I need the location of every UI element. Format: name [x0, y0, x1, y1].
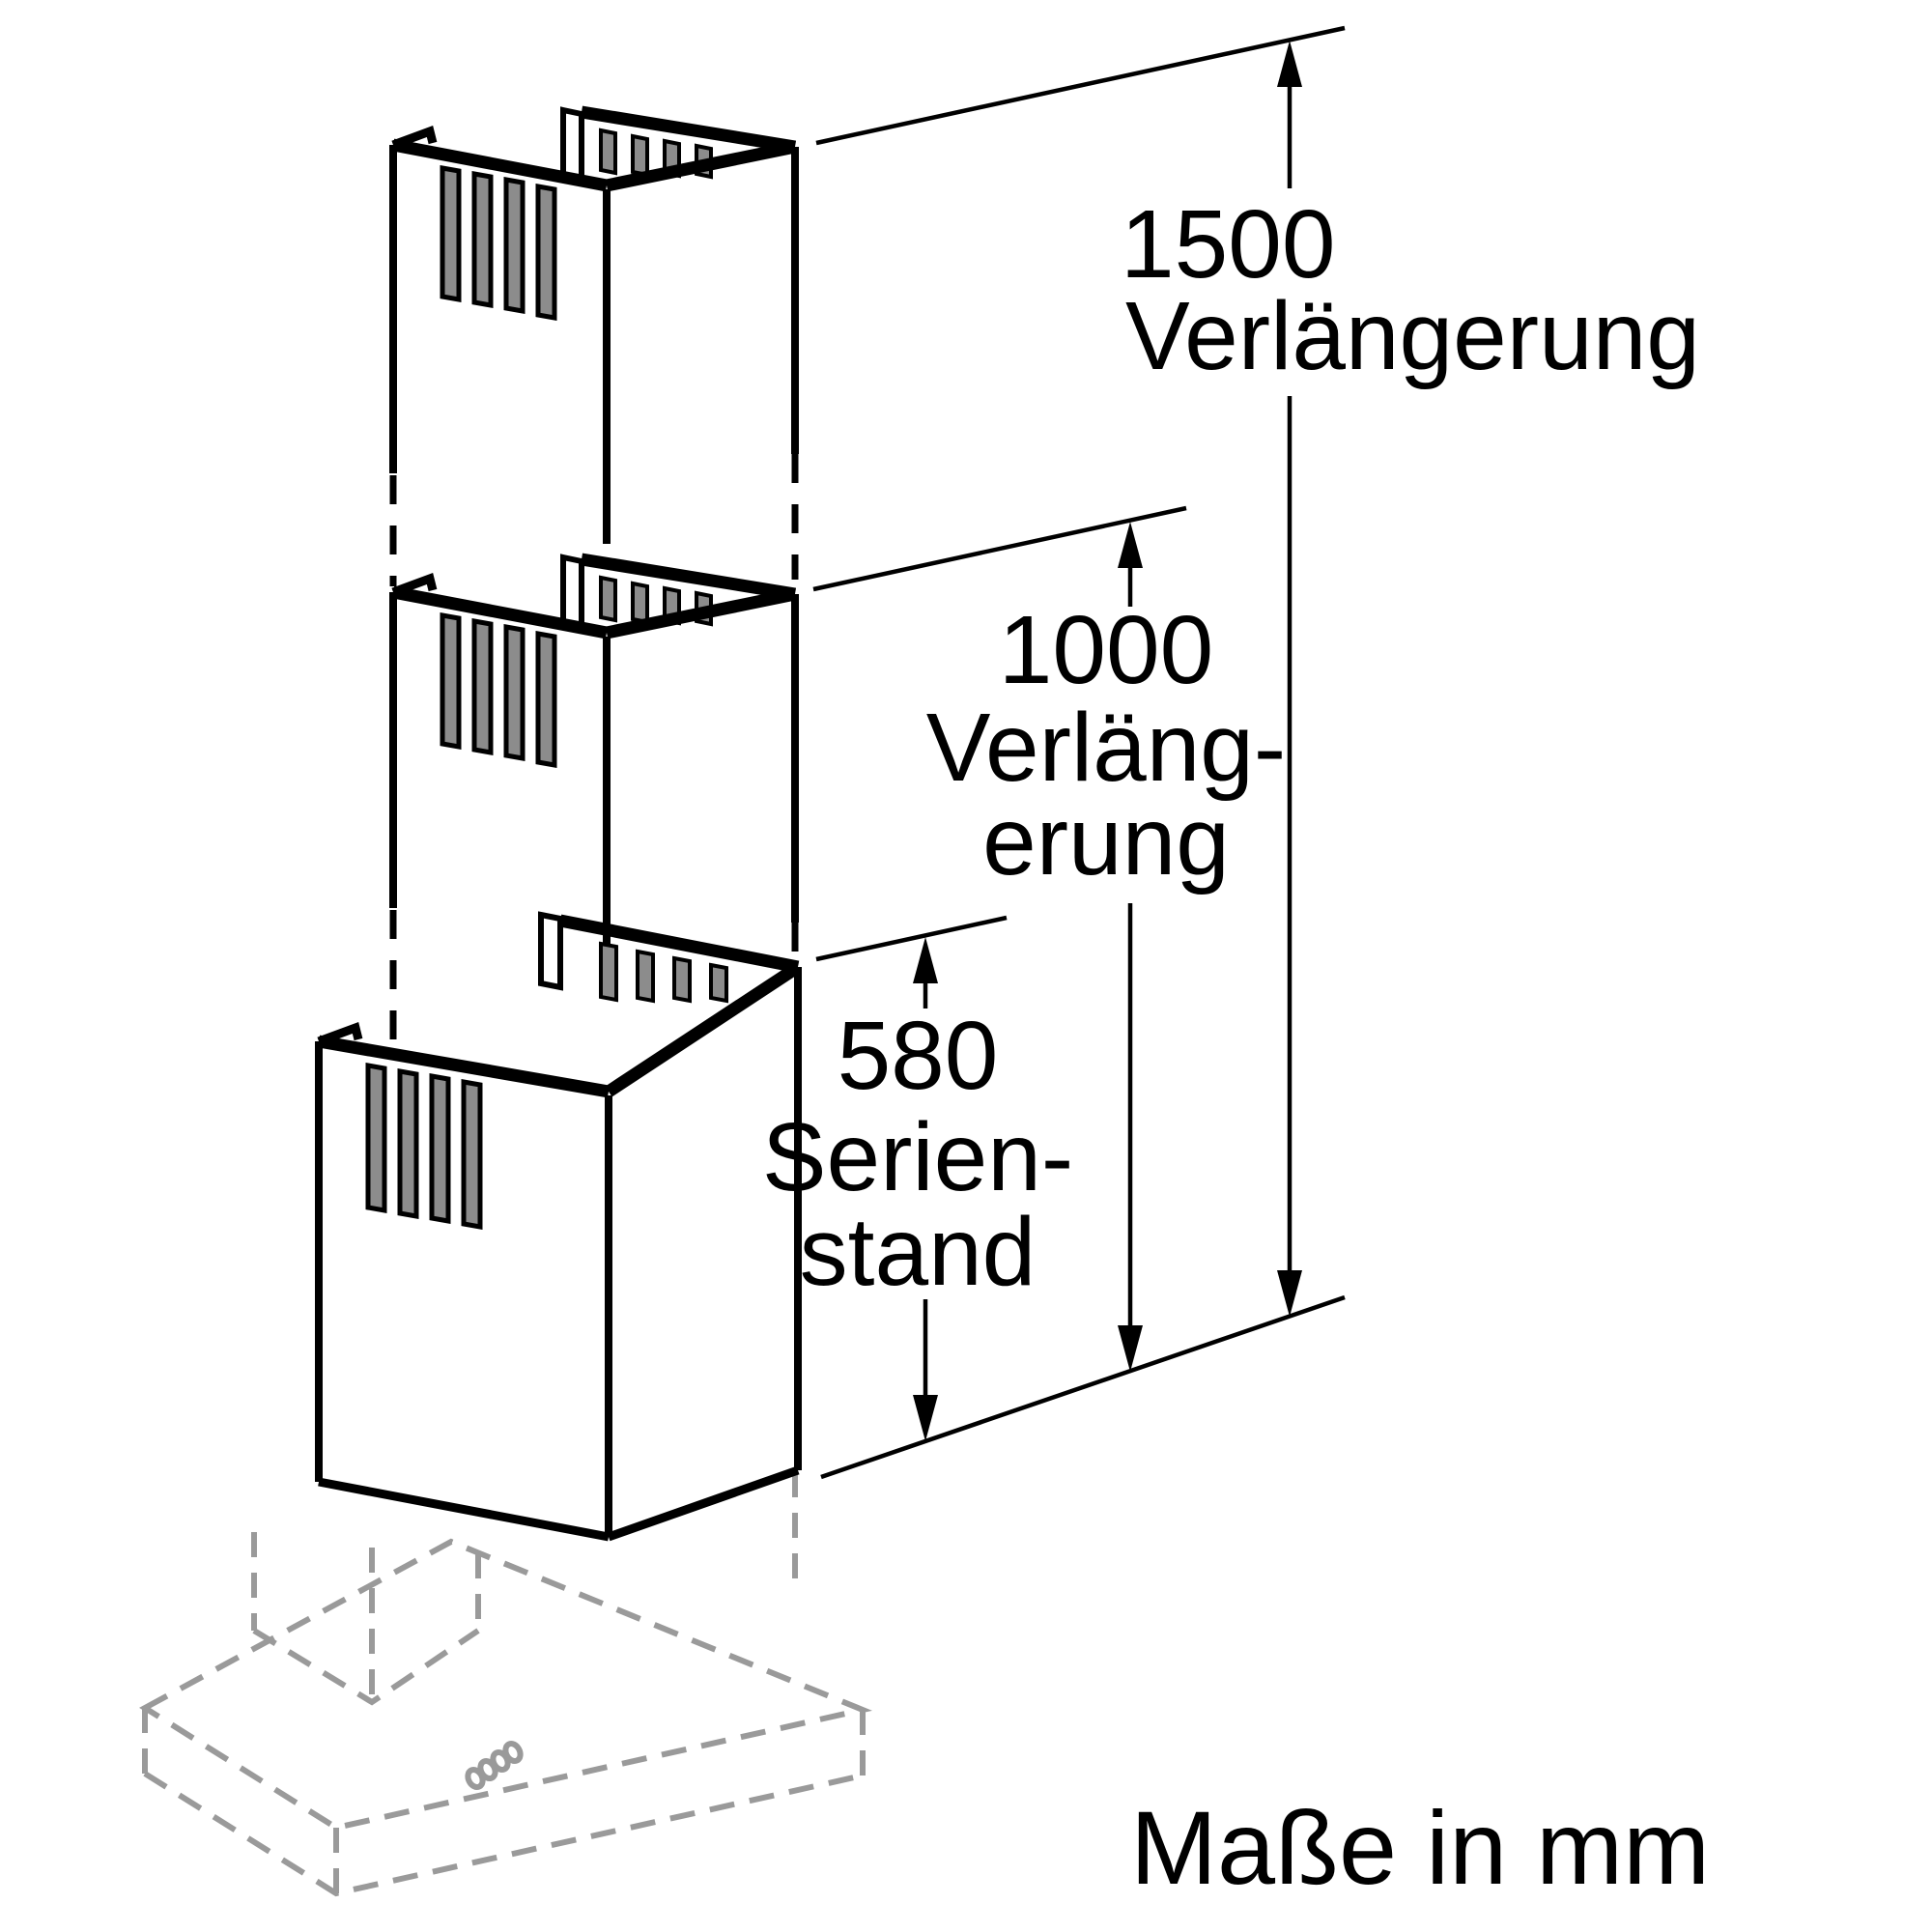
- chimney-middle-section: [389, 553, 799, 1051]
- vent-slot: [397, 1068, 419, 1219]
- chimney-top-section: [389, 105, 799, 586]
- arrow-up-icon: [913, 937, 938, 983]
- dim-580-value: 580: [838, 1002, 999, 1110]
- front-vent-slots: [440, 612, 557, 768]
- extension-line-middle: [812, 505, 1187, 592]
- arrow-up-icon: [1277, 41, 1302, 87]
- dim-1500-value: 1500: [1121, 190, 1335, 298]
- dim-1000-label-line2: erung: [982, 787, 1230, 895]
- dimension-1500: 1500 Verlängerung: [1121, 41, 1700, 1317]
- back-top-edge: [580, 553, 797, 601]
- hood-duct-bottom-edges: [252, 1628, 480, 1706]
- front-left-notch: [391, 126, 438, 150]
- vent-slot: [599, 575, 617, 623]
- dim-1000-value: 1000: [999, 596, 1213, 704]
- vent-slot: [503, 624, 526, 761]
- vent-slot: [631, 133, 649, 178]
- vent-slot: [535, 184, 557, 321]
- back-top-edge: [558, 914, 800, 974]
- front-top-edge: [391, 138, 609, 192]
- vent-slot: [631, 581, 649, 625]
- vent-slot: [440, 612, 462, 750]
- dim-1500-label: Verlängerung: [1125, 282, 1700, 390]
- front-vent-slots: [440, 165, 557, 321]
- front-top-edge: [391, 585, 609, 639]
- vent-slot: [440, 165, 462, 302]
- vent-slot: [429, 1073, 451, 1224]
- front-vent-slots: [365, 1063, 483, 1230]
- hood-bottom-edges: [143, 1771, 864, 1897]
- back-vent-slots: [599, 941, 728, 1004]
- units-caption: Maße in mm: [1130, 1789, 1710, 1906]
- vent-slot: [503, 177, 526, 314]
- dim-580-label-line1: Serien-: [762, 1103, 1073, 1211]
- vent-slot: [599, 128, 617, 176]
- bottom-front-edge: [318, 1477, 610, 1542]
- vent-slot: [672, 955, 692, 1004]
- dim-1000-label-line1: Verläng-: [926, 694, 1286, 802]
- back-top-edge: [580, 105, 797, 154]
- vent-slot: [709, 962, 728, 1004]
- front-left-notch: [391, 573, 438, 597]
- back-vent-slots: [599, 128, 713, 180]
- dimension-580: 580 Serien- stand: [762, 937, 1073, 1441]
- hood-control-buttons: [465, 1740, 524, 1791]
- vent-slot: [599, 941, 618, 1003]
- arrow-down-icon: [1118, 1325, 1143, 1372]
- front-left-notch: [317, 1022, 363, 1046]
- right-rim-edge: [605, 587, 797, 639]
- vent-slot: [636, 949, 655, 1004]
- vent-slot: [471, 618, 494, 755]
- right-rim-edge: [605, 961, 802, 1097]
- arrow-up-icon: [1118, 522, 1143, 568]
- front-top-edge: [317, 1035, 611, 1098]
- arrow-down-icon: [913, 1395, 938, 1441]
- dimension-1000: 1000 Verläng- erung: [926, 522, 1286, 1372]
- extension-line-top: [815, 25, 1346, 146]
- bottom-right-edge: [607, 1465, 800, 1542]
- dim-580-label-line2: stand: [800, 1198, 1037, 1306]
- vent-slot: [471, 171, 494, 308]
- back-left-flange: [538, 911, 563, 991]
- hood-outline: [139, 1472, 872, 1897]
- vent-slot: [461, 1079, 483, 1230]
- extension-line-serienstand: [815, 915, 1008, 962]
- back-left-flange: [560, 106, 584, 184]
- hood-button: [502, 1740, 524, 1765]
- right-rim-edge: [605, 140, 797, 192]
- chimney-bottom-section: [315, 911, 802, 1542]
- baseline-extension-line: [820, 1294, 1346, 1480]
- arrow-down-icon: [1277, 1270, 1302, 1317]
- vent-slot: [365, 1063, 387, 1213]
- vent-slot: [535, 631, 557, 768]
- back-left-flange: [560, 554, 584, 631]
